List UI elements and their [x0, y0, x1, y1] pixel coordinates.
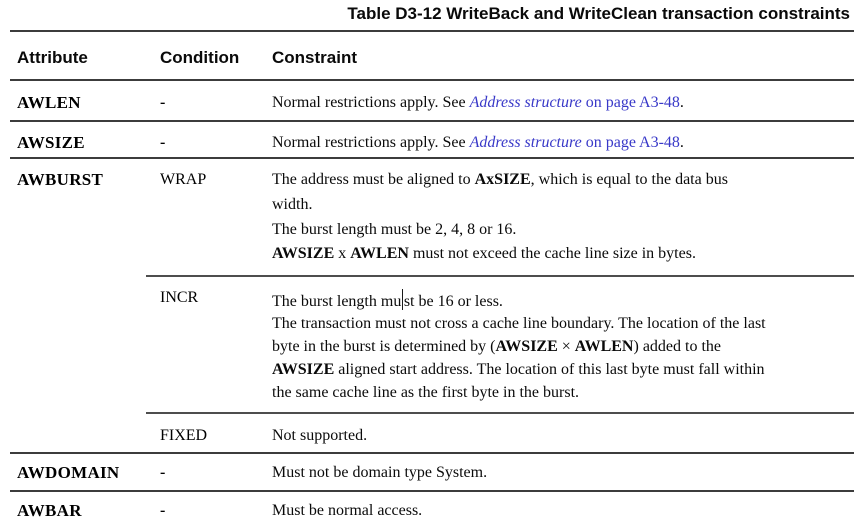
constraint-line: the same cache line as the first byte in… — [272, 384, 579, 402]
constraint-text: byte in the burst is determined by ( — [272, 338, 496, 355]
constraint-line: The transaction must not cross a cache l… — [272, 315, 766, 333]
constraint-line: AWSIZE aligned start address. The locati… — [272, 361, 765, 379]
constraint-line: Normal restrictions apply. See Address s… — [272, 94, 684, 112]
column-header-constraint: Constraint — [272, 48, 357, 67]
constraint-text: Not supported. — [272, 427, 368, 444]
constraint-text: The transaction must not cross a cache l… — [272, 315, 766, 332]
constraint-line: width. — [272, 196, 312, 214]
constraint-text: x — [334, 245, 351, 262]
rule-after-awsize — [10, 157, 854, 159]
constraint-text: × — [557, 338, 575, 355]
rule-after-awlen — [10, 120, 854, 122]
text-cursor — [401, 289, 404, 310]
attribute-cell: AWSIZE — [17, 133, 85, 152]
constraint-text: the same cache line as the first byte in… — [272, 384, 580, 401]
constraint-text: Must be normal access. — [272, 502, 423, 519]
constraint-text: The address must be aligned to — [272, 171, 475, 188]
signal-name: AWLEN — [350, 245, 409, 262]
column-header-attribute: Attribute — [17, 48, 88, 67]
rule-after-wrap — [146, 275, 854, 277]
constraint-text: ) added to the — [633, 338, 722, 355]
constraint-text: must not exceed the cache line size in b… — [408, 245, 696, 262]
constraint-text: The burst length mu — [272, 293, 402, 310]
signal-name: AWSIZE — [272, 245, 335, 262]
page-ref-link[interactable]: on page A3-48 — [581, 94, 680, 111]
attribute-cell: AWBURST — [17, 170, 104, 189]
constraint-text: st be 16 or less. — [403, 293, 503, 310]
signal-name: AWSIZE — [272, 361, 335, 378]
constraint-line: Must be normal access. — [272, 502, 422, 520]
constraint-line: byte in the burst is determined by (AWSI… — [272, 338, 721, 356]
condition-cell: WRAP — [160, 171, 207, 188]
condition-cell: - — [160, 134, 166, 151]
rule-after-fixed — [10, 452, 854, 454]
constraint-text: The burst length must be 2, 4, 8 or 16. — [272, 221, 517, 238]
attribute-cell: AWDOMAIN — [17, 463, 120, 482]
constraint-text: Must not be domain type System. — [272, 464, 488, 481]
constraint-line: The burst length must be 2, 4, 8 or 16. — [272, 221, 516, 239]
rule-after-awdomain — [10, 490, 854, 492]
rule-top — [10, 30, 854, 32]
condition-cell: INCR — [160, 289, 199, 306]
constraint-line: Must not be domain type System. — [272, 464, 487, 482]
condition-cell: FIXED — [160, 427, 208, 444]
constraint-text: . — [679, 94, 684, 111]
constraint-text: Normal restrictions apply. See — [272, 134, 470, 151]
rule-after-incr — [146, 412, 854, 414]
constraint-line: Normal restrictions apply. See Address s… — [272, 134, 684, 152]
constraint-text: . — [679, 134, 684, 151]
table-caption: Table D3-12 WriteBack and WriteClean tra… — [347, 4, 850, 23]
constraint-line: The address must be aligned to AxSIZE, w… — [272, 171, 728, 189]
attribute-cell: AWLEN — [17, 93, 81, 112]
condition-cell: - — [160, 464, 166, 481]
rule-under-header — [10, 79, 854, 81]
condition-cell: - — [160, 502, 166, 519]
address-structure-link[interactable]: Address structure — [469, 94, 582, 111]
constraint-line: Not supported. — [272, 427, 367, 445]
constraint-line: AWSIZE x AWLEN must not exceed the cache… — [272, 245, 696, 263]
signal-name: AWSIZE — [495, 338, 558, 355]
attribute-cell: AWBAR — [17, 501, 82, 520]
condition-cell: - — [160, 94, 166, 111]
address-structure-link[interactable]: Address structure — [469, 134, 582, 151]
constraint-text: width. — [272, 196, 313, 213]
constraint-text: , which is equal to the data bus — [530, 171, 728, 188]
constraint-text: aligned start address. The location of t… — [334, 361, 765, 378]
signal-name: AWLEN — [574, 338, 634, 355]
column-header-condition: Condition — [160, 48, 240, 67]
page-ref-link[interactable]: on page A3-48 — [581, 134, 680, 151]
signal-name: AxSIZE — [474, 171, 531, 188]
constraint-text: Normal restrictions apply. See — [272, 94, 470, 111]
